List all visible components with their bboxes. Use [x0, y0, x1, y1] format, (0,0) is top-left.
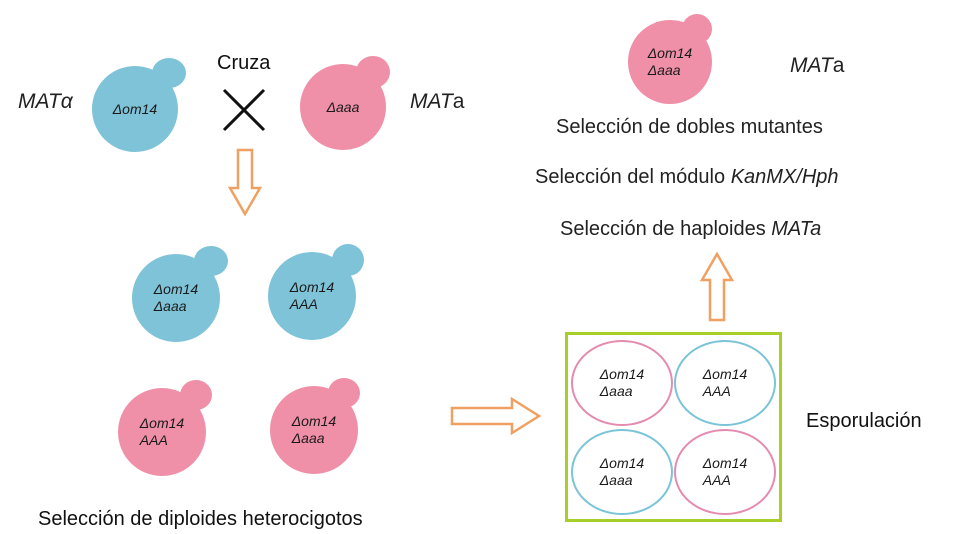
- parent-genotype: Δom14: [112, 100, 158, 117]
- cell-body: Δom14: [92, 66, 178, 152]
- module-selection-label: Selección del módulo KanMX/Hph: [535, 166, 839, 188]
- final-mat-a-label: MATa: [790, 54, 845, 77]
- cell-body: Δaaa: [300, 64, 386, 150]
- pink-parent-cell: Δaaa: [300, 56, 410, 156]
- parent-genotype: Δaaa: [326, 98, 360, 115]
- mat-alpha-label: MATα: [18, 90, 73, 113]
- double-mutant-selection-label: Selección de dobles mutantes: [556, 116, 823, 138]
- mat-a-label: MATa: [410, 90, 465, 113]
- right-arrow-icon: [450, 396, 542, 436]
- sporulation-label: Esporulación: [806, 410, 922, 432]
- down-arrow-icon: [228, 148, 262, 216]
- diploid-selection-label: Selección de diploides heterocigotos: [38, 508, 363, 530]
- haploid-selection-label: Selección de haploides MATa: [560, 218, 822, 240]
- cross-x-icon: [222, 88, 266, 132]
- blue-parent-cell: Δom14: [92, 58, 202, 158]
- cross-label: Cruza: [217, 52, 271, 74]
- up-arrow-icon: [700, 252, 734, 322]
